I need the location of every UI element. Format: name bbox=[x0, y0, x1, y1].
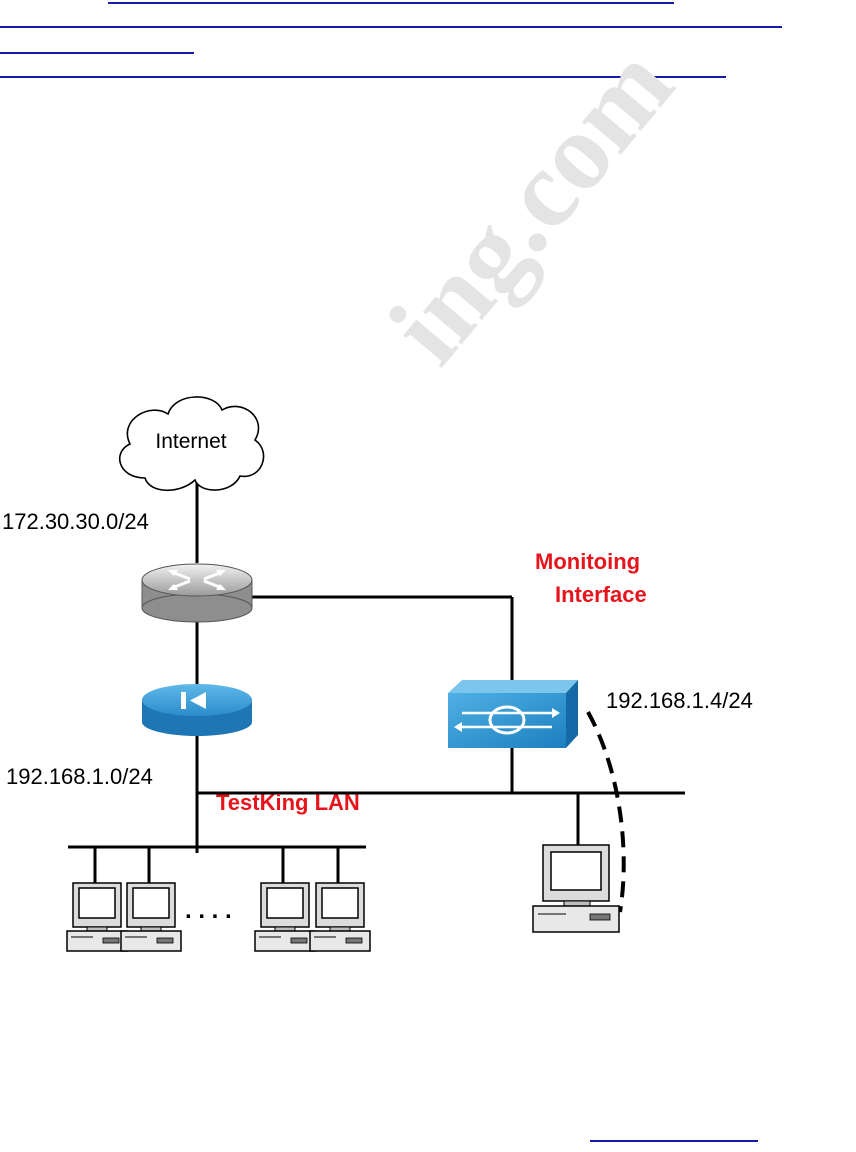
lan-host-pc-icon bbox=[309, 882, 371, 952]
top-link-underline-1[interactable] bbox=[108, 2, 674, 4]
router-icon bbox=[141, 563, 253, 623]
top-link-underline-3[interactable] bbox=[0, 52, 194, 54]
connection-lines bbox=[68, 476, 685, 883]
lan-label: TestKing LAN bbox=[216, 790, 360, 815]
lan-host-pc-icon bbox=[66, 882, 128, 952]
bottom-link-underline[interactable] bbox=[590, 1140, 758, 1142]
ips-device-icon bbox=[142, 684, 252, 736]
top-link-underline-4[interactable] bbox=[0, 76, 726, 78]
console-dashed-link bbox=[586, 711, 626, 913]
lan-subnet-label: 192.168.1.0/24 bbox=[6, 764, 153, 789]
internet-label: Internet bbox=[155, 430, 226, 453]
monitoring-label-line2: Interface bbox=[555, 582, 647, 607]
internet-cloud-icon bbox=[119, 396, 265, 491]
monitoring-label-line1: Monitoing bbox=[535, 549, 640, 574]
top-link-underline-2[interactable] bbox=[0, 26, 782, 28]
ids-sensor-icon bbox=[448, 680, 578, 748]
internet-subnet-label: 172.30.30.0/24 bbox=[2, 509, 149, 534]
sensor-ip-label: 192.168.1.4/24 bbox=[606, 688, 753, 713]
lan-host-pc-icon bbox=[120, 882, 182, 952]
management-pc-icon bbox=[532, 844, 620, 933]
lan-host-pc-icon bbox=[254, 882, 316, 952]
hosts-ellipsis: . . . . bbox=[185, 897, 232, 924]
